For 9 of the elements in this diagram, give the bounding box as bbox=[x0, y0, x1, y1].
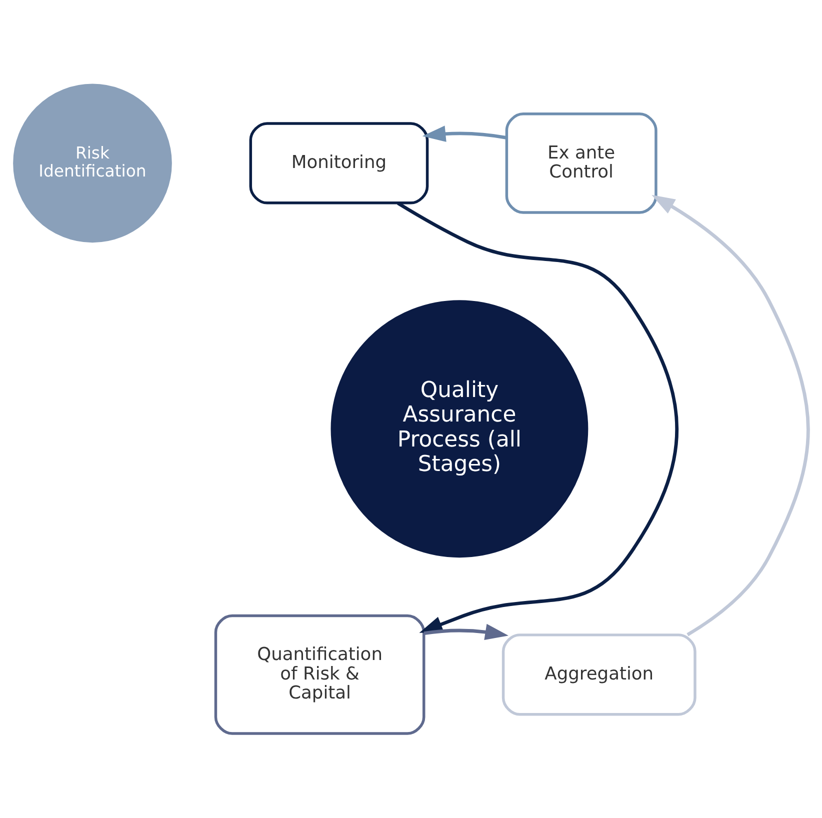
node-circle: Quality Assurance Process (all Stages) bbox=[330, 300, 588, 558]
node-box: Aggregation bbox=[502, 634, 696, 716]
node-circle: Risk Identification bbox=[13, 84, 172, 243]
arrow bbox=[652, 194, 810, 636]
node-box: Monitoring bbox=[249, 122, 429, 204]
arrow bbox=[424, 624, 508, 640]
node-box: Quantification of Risk & Capital bbox=[214, 614, 426, 735]
arrow bbox=[422, 126, 507, 142]
node-box: Ex ante Control bbox=[505, 112, 658, 214]
